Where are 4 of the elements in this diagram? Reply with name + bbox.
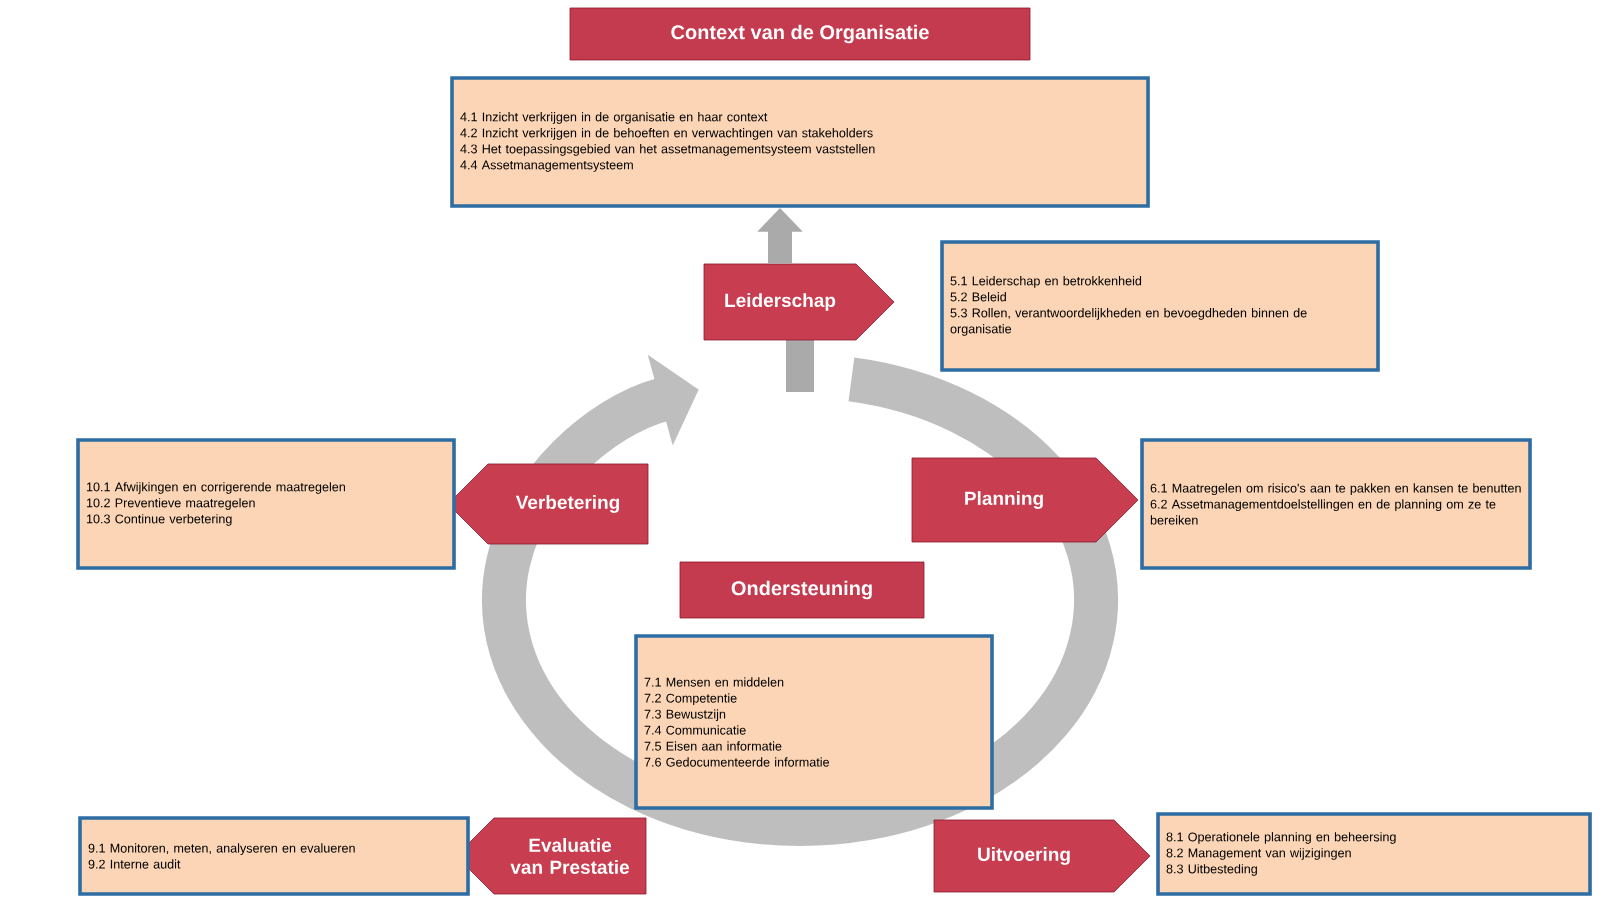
heading-banner: Context van de Organisatie	[569, 7, 1031, 61]
arrow-label: Uitvoering	[933, 819, 1151, 893]
arrow-label: Planning	[911, 457, 1139, 543]
heading-banner: Ondersteuning	[679, 561, 925, 619]
